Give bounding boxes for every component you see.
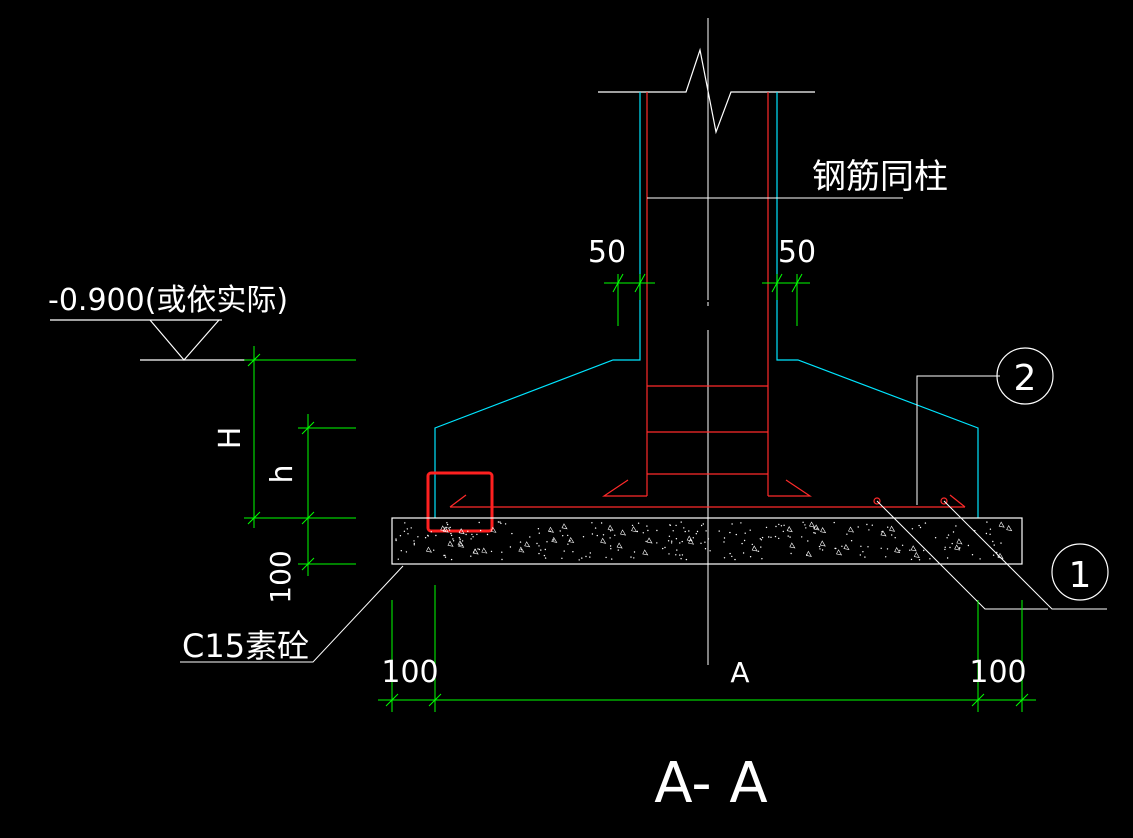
offset-right-text: 100: [969, 655, 1026, 690]
dimension-lines: [244, 273, 1036, 712]
callout-leaders: [180, 375, 1107, 663]
callout-1-text: 1: [1069, 555, 1092, 596]
callout-2-text: 2: [1014, 358, 1037, 399]
cover-right-text: 50: [778, 235, 816, 270]
callout-bubble-1: 1: [1051, 543, 1109, 601]
section-title: A- A: [654, 751, 767, 816]
cover-left-text: 50: [588, 235, 626, 270]
rebar-note-text: 钢筋同柱: [812, 157, 948, 197]
height-edge-text: h: [265, 464, 300, 483]
height-total-text: H: [213, 427, 248, 450]
concrete-hatch: [395, 521, 1013, 561]
offset-left-text: 100: [381, 655, 438, 690]
concrete-label: C15素砼: [182, 627, 309, 665]
column-rebar: [602, 92, 812, 497]
bottom-rebar-mesh: [449, 494, 966, 508]
column-break-line: [598, 47, 815, 135]
footing-outline: [434, 92, 979, 518]
concrete-pad: [391, 517, 1023, 565]
pad-thickness-text: 100: [264, 550, 297, 603]
callout-bubble-2: 2: [996, 347, 1054, 405]
elevation-text: -0.900(或依实际): [48, 283, 288, 318]
elevation-marker: [50, 319, 245, 361]
center-mark-text: A: [730, 656, 749, 689]
